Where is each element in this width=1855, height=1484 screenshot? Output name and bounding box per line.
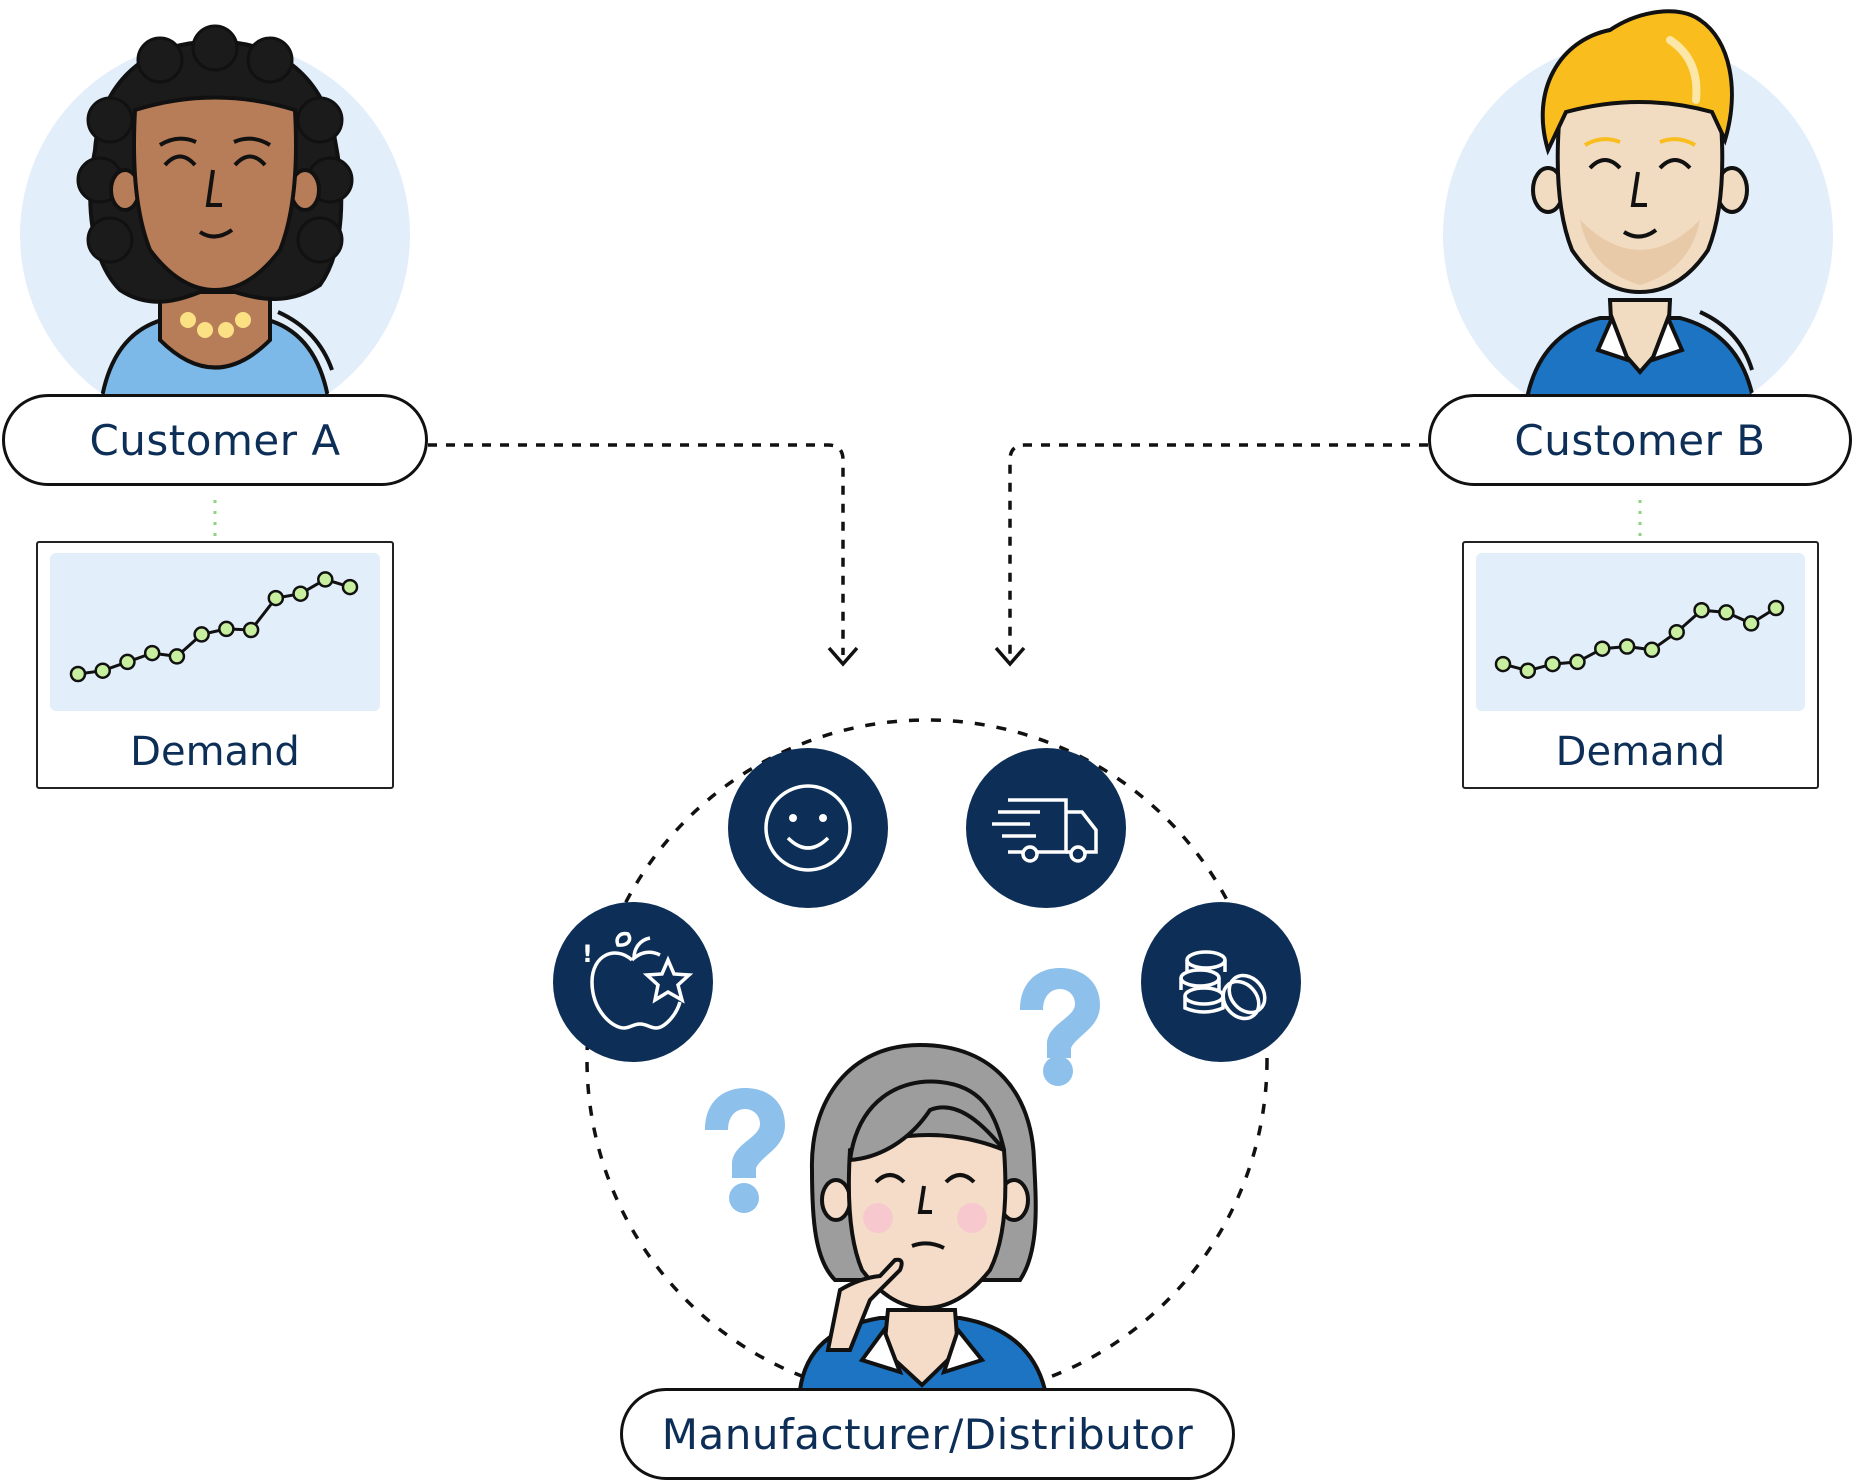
customer-b-label: Customer B xyxy=(1428,394,1852,486)
coins-icon xyxy=(1141,902,1301,1062)
customer-b-label-text: Customer B xyxy=(1514,415,1766,465)
customer-b-arrow xyxy=(1008,443,1428,655)
manufacturer-avatar xyxy=(797,1042,1048,1392)
customer-b-avatar xyxy=(1443,9,1833,430)
customer-a-arrow xyxy=(428,443,845,655)
customer-a-demand-card: Demand xyxy=(36,541,394,789)
svg-text:!: ! xyxy=(582,940,593,968)
customer-a-label-text: Customer A xyxy=(89,415,341,465)
question-mark-icon-left xyxy=(705,1088,785,1213)
smiley-face-icon xyxy=(728,748,888,908)
manufacturer-label-text: Manufacturer/Distributor xyxy=(661,1409,1194,1459)
question-mark-icon-right xyxy=(1020,968,1100,1086)
customer-a-demand-plot-area xyxy=(50,553,380,711)
customer-b-arrowhead xyxy=(994,646,1026,667)
customer-a-avatar xyxy=(20,24,410,430)
delivery-truck-icon xyxy=(966,748,1126,908)
customer-a-label: Customer A xyxy=(2,394,428,486)
customer-a-demand-label: Demand xyxy=(130,729,300,775)
apple-star-icon: ! xyxy=(553,902,713,1062)
customer-a-arrowhead xyxy=(827,646,859,667)
customer-b-demand-card: Demand xyxy=(1462,541,1819,789)
customer-b-demand-label: Demand xyxy=(1555,729,1726,775)
manufacturer-label: Manufacturer/Distributor xyxy=(620,1388,1235,1480)
customer-b-demand-plot-area xyxy=(1476,553,1805,711)
